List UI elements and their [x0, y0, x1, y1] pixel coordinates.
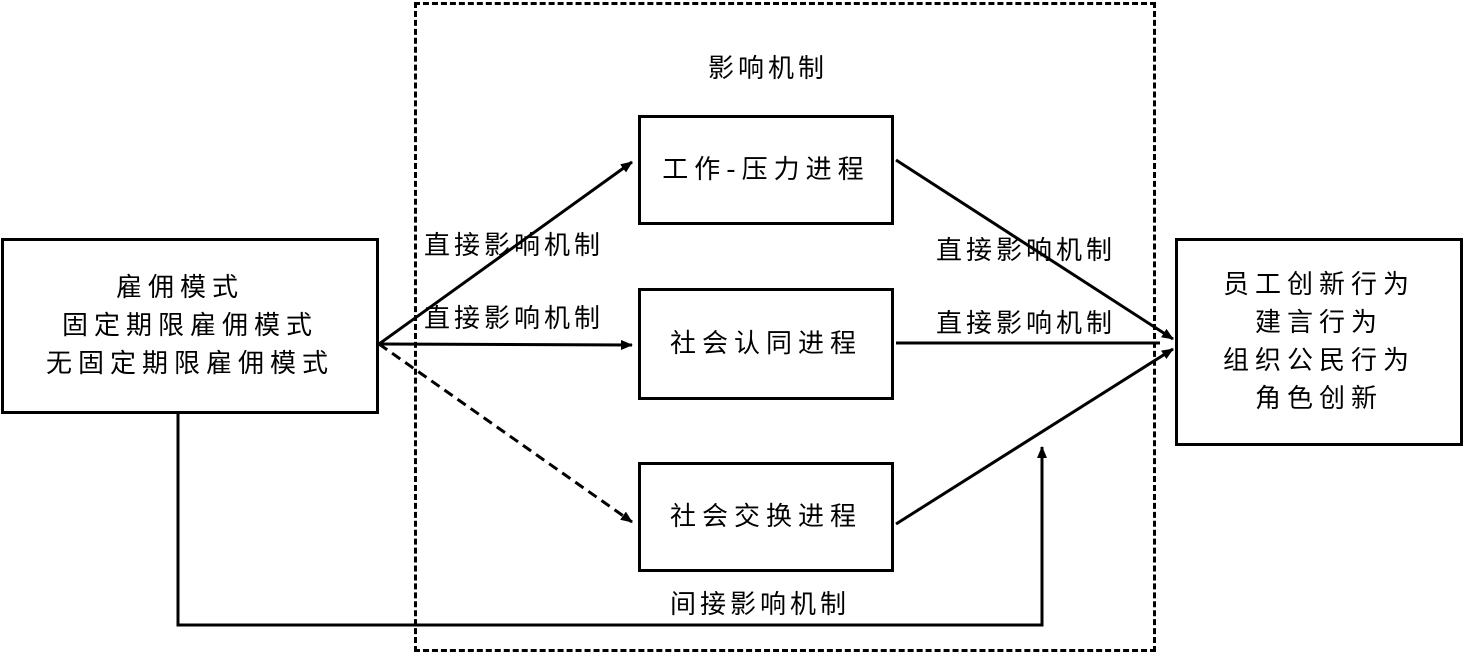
- mechanism-title: 影响机制: [708, 54, 829, 84]
- innovation-behavior: 员工创新行为: [1222, 270, 1415, 300]
- employment-mode-box: 雇佣模式 固定期限雇佣模式 无固定期限雇佣模式: [1, 238, 379, 414]
- voice-behavior: 建言行为: [1254, 308, 1383, 338]
- employment-mode-title: 雇佣模式: [115, 273, 244, 303]
- citizenship-behavior: 组织公民行为: [1222, 346, 1415, 376]
- social-exchange-process-box: 社会交换进程: [638, 462, 894, 572]
- work-stress-process-box: 工作-压力进程: [638, 115, 894, 225]
- work-stress-process-label: 工作-压力进程: [662, 155, 870, 185]
- edge-label-left-middle: 直接影响机制: [424, 304, 605, 334]
- edge-label-right-middle: 直接影响机制: [936, 309, 1117, 339]
- role-innovation: 角色创新: [1254, 384, 1383, 414]
- arrow-left-to-social-exchange: [378, 342, 633, 524]
- social-identity-process-label: 社会认同进程: [669, 329, 862, 359]
- social-identity-process-box: 社会认同进程: [638, 288, 894, 400]
- open-ended-mode: 无固定期限雇佣模式: [45, 349, 334, 379]
- fixed-term-mode: 固定期限雇佣模式: [61, 311, 318, 341]
- arrow-social-exchange-to-outcome: [895, 347, 1174, 526]
- edge-label-left-upper: 直接影响机制: [424, 231, 605, 261]
- social-exchange-process-label: 社会交换进程: [669, 502, 862, 532]
- edge-label-bottom: 间接影响机制: [670, 590, 851, 620]
- indirect-path: [176, 412, 1047, 627]
- edge-label-right-upper: 直接影响机制: [936, 236, 1117, 266]
- arrow-left-to-social-identity: [378, 339, 633, 350]
- arrow-work-stress-to-outcome: [895, 158, 1174, 341]
- employee-behavior-box: 员工创新行为 建言行为 组织公民行为 角色创新: [1175, 238, 1463, 446]
- arrow-left-to-work-stress: [378, 160, 633, 346]
